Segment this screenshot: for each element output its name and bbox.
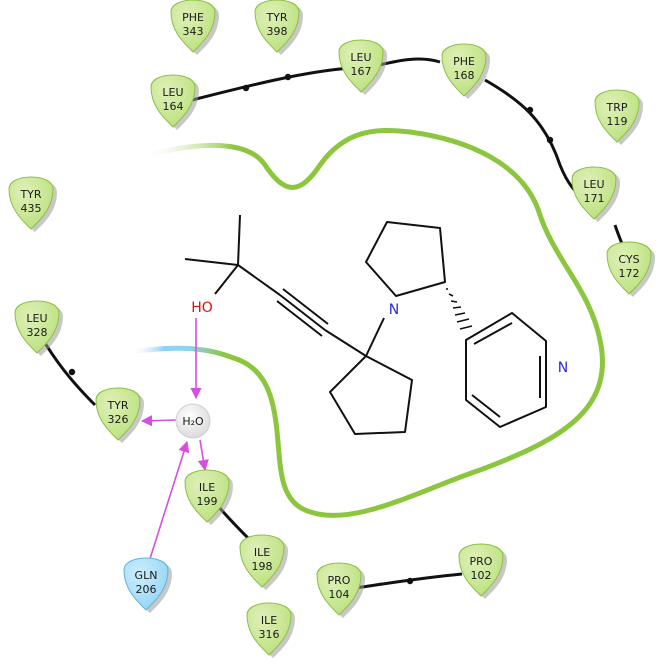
pyridine-ring	[465, 312, 547, 428]
residue-name: LEU	[162, 86, 183, 99]
residue-name: TYR	[19, 188, 41, 201]
residue-number: 398	[267, 25, 288, 38]
residue-number: 198	[252, 560, 273, 573]
c-o-bond	[214, 264, 239, 295]
hbond-water-to-ile199	[197, 439, 209, 472]
hbond-interactions	[140, 318, 209, 566]
residue-name: TYR	[265, 11, 287, 24]
residue-number: 199	[197, 495, 218, 508]
residue-number: 326	[108, 413, 129, 426]
residue-name: PRO	[328, 574, 351, 587]
pyrrolidine-ring	[365, 221, 446, 297]
residue-number: 435	[21, 202, 42, 215]
residue-name: TRP	[606, 101, 628, 114]
residue-shape	[571, 166, 617, 220]
residue-number: 168	[454, 69, 475, 82]
residue-name: ILE	[261, 614, 277, 627]
water-label: H₂O	[182, 415, 204, 428]
residue-shape	[95, 387, 141, 441]
residue-shape	[441, 43, 487, 97]
residue-number: 164	[163, 100, 184, 113]
residue-name: ILE	[254, 546, 270, 559]
residue-number: 206	[136, 583, 157, 596]
residue-shape	[606, 241, 652, 295]
residue-name: PHE	[453, 55, 475, 68]
residue-number: 102	[471, 569, 492, 582]
residue-name: CYS	[618, 253, 639, 266]
residue-number: 328	[27, 326, 48, 339]
residue-name: PHE	[182, 11, 204, 24]
hbond-gln206-to-water	[147, 440, 190, 566]
residue-shape	[246, 602, 292, 656]
ligand-structure	[184, 214, 547, 435]
residue-name: LEU	[583, 178, 604, 191]
residue-shape	[123, 557, 169, 611]
residue-number: 167	[351, 65, 372, 78]
residue-shape	[150, 74, 196, 128]
water-molecule: H₂O	[175, 403, 211, 439]
residue-name: ILE	[199, 481, 215, 494]
residue-number: 343	[183, 25, 204, 38]
residue-shape	[458, 543, 504, 597]
backbone-atom-dots	[68, 73, 554, 585]
pyridine-nitrogen-label: N	[558, 360, 568, 376]
residue-name: LEU	[350, 51, 371, 64]
residue-shape	[338, 39, 384, 93]
hydroxyl-label: HO	[191, 300, 213, 316]
residue-shape	[594, 89, 640, 143]
residue-name: GLN	[135, 569, 158, 582]
binding-pocket-outline	[127, 128, 605, 518]
hashed-wedge-bond	[446, 288, 473, 330]
residue-number: 172	[619, 267, 640, 280]
residue-shape	[8, 176, 54, 230]
residue-name: TYR	[106, 399, 128, 412]
residue-number: 316	[259, 628, 280, 641]
residue-shape	[239, 534, 285, 588]
residue-shape	[184, 469, 230, 523]
residue-name: PRO	[470, 555, 493, 568]
residue-number: 104	[329, 588, 350, 601]
residue-shape	[254, 0, 300, 53]
residue-shape	[170, 0, 216, 53]
residue-shape	[316, 562, 362, 616]
pyrrolidine-nitrogen-label: N	[389, 302, 399, 318]
hbond-water-to-tyr326	[140, 415, 177, 427]
residue-number: 119	[607, 115, 628, 128]
backbone-connections	[38, 57, 629, 590]
residue-number: 171	[584, 192, 605, 205]
residue-name: LEU	[26, 312, 47, 325]
residue-shape	[14, 300, 60, 354]
